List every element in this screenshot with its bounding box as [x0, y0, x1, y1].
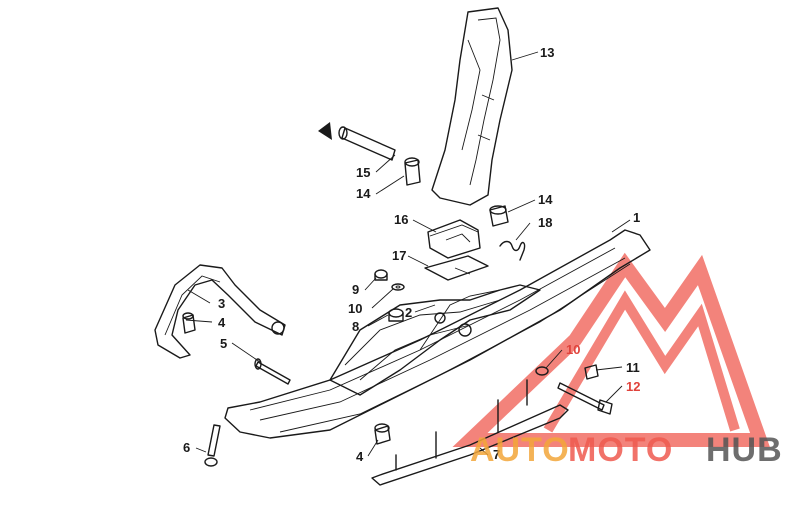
callout-1: 1: [633, 210, 640, 225]
nut-part: [584, 364, 599, 380]
callout-14: 14: [538, 192, 553, 207]
mount-plate-part: [424, 255, 489, 281]
bolt-part: [557, 382, 613, 415]
watermark-logo: [452, 252, 770, 447]
callout-3: 3: [218, 296, 225, 311]
spring-part: [499, 240, 526, 261]
callout-12: 12: [626, 379, 640, 394]
bushing-part: [182, 312, 196, 334]
callout-5: 5: [220, 336, 227, 351]
watermark-auto: AUTO: [470, 431, 570, 469]
callout-16: 16: [394, 212, 408, 227]
callout-9: 9: [352, 282, 359, 297]
handle-part: [154, 264, 286, 359]
nut-part: [374, 269, 388, 281]
washer-part: [535, 366, 549, 376]
bushing-part: [489, 205, 509, 227]
callout-10: 10: [348, 301, 362, 316]
callout-4: 4: [218, 315, 226, 330]
leader-lines: [185, 51, 631, 457]
callout-13: 13: [540, 45, 554, 60]
bolt-part: [254, 358, 291, 385]
nut-part: [388, 308, 404, 322]
wear-block-part: [427, 219, 481, 259]
bushing-part: [404, 157, 421, 186]
callout-14: 14: [356, 186, 371, 201]
callout-8: 8: [352, 319, 359, 334]
bushing-part: [374, 423, 391, 445]
callout-labels: 13 15 14 14 16 18 17 1 2 9 10 8 3 4 5 6 …: [183, 45, 640, 464]
callout-11: 11: [626, 360, 640, 375]
callout-18: 18: [538, 215, 552, 230]
bolt-part: [204, 424, 221, 467]
pivot-pin-part: [318, 122, 396, 161]
callout-7: 7: [493, 447, 500, 462]
callout-4: 4: [356, 449, 364, 464]
callout-6: 6: [183, 440, 190, 455]
washer-part: [391, 283, 405, 291]
watermark-text: AUTO MOTO HUB: [470, 431, 783, 469]
callout-17: 17: [392, 248, 406, 263]
callout-10: 10: [566, 342, 580, 357]
ski-part: [224, 229, 651, 439]
callout-15: 15: [356, 165, 370, 180]
saddle-part: [329, 284, 541, 396]
callout-2: 2: [405, 305, 412, 320]
spindle-arm-part: [431, 7, 513, 206]
watermark-hub: HUB: [706, 431, 783, 469]
watermark-moto: MOTO: [568, 431, 673, 469]
runner-part: [371, 379, 569, 486]
